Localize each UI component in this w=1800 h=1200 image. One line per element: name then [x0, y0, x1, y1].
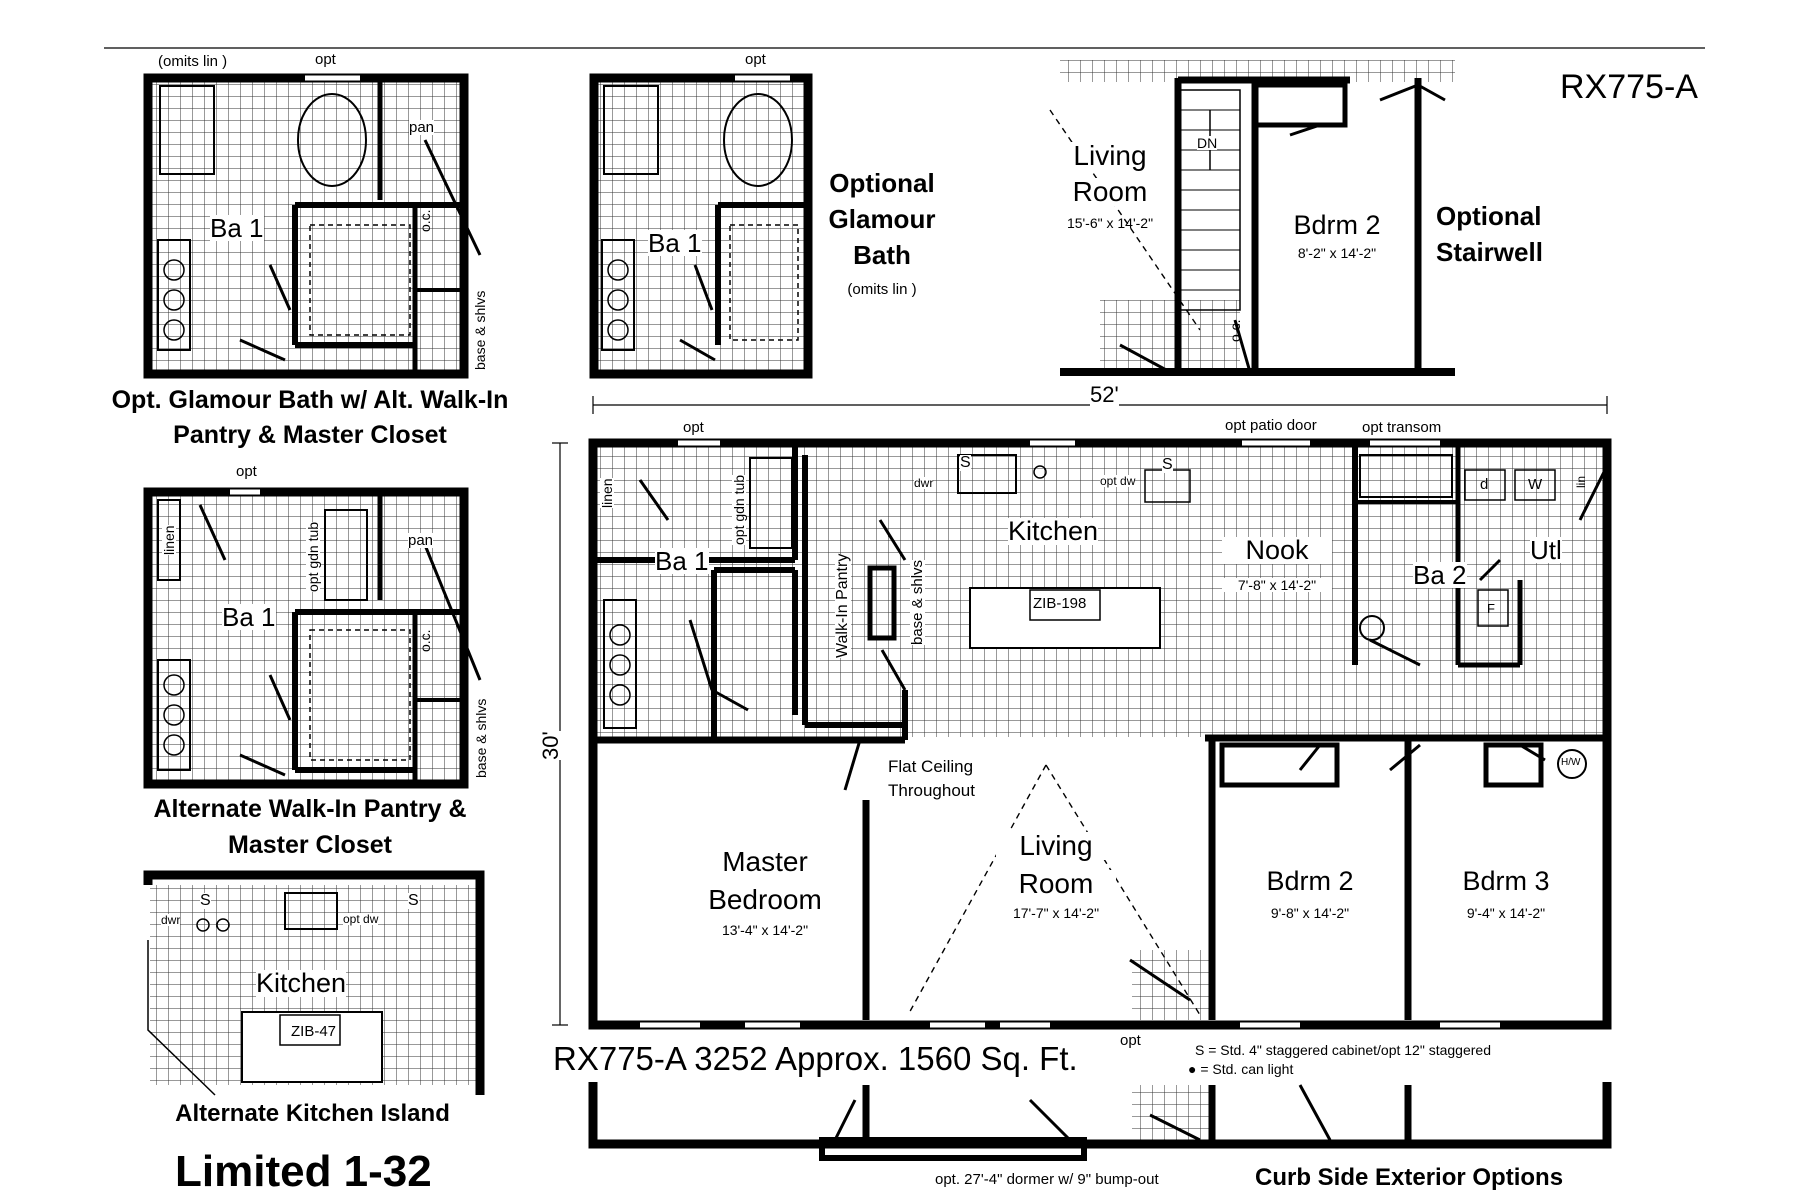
room-label-kitchen: Kitchen — [256, 968, 347, 998]
washer-label: W — [1528, 476, 1543, 493]
stairwell-title-2: Stairwell — [1436, 237, 1543, 267]
flat-ceiling-label-2: Throughout — [888, 781, 975, 800]
staggered-cabinet-marker: S — [200, 892, 211, 909]
opt-window-label: opt — [683, 419, 704, 436]
staggered-cabinet-marker: S — [960, 454, 971, 471]
opt-label: opt — [1120, 1032, 1141, 1049]
linen-label: lin — [1574, 475, 1588, 488]
width-dimension: 52' — [1090, 382, 1119, 407]
dryer-label: d — [1480, 476, 1489, 493]
room-label-utility: Utl — [1530, 535, 1562, 565]
room-label-nook: Nook — [1222, 537, 1332, 564]
opt-dishwasher-label: opt dw — [1100, 474, 1136, 488]
model-code: RX775-A — [1560, 68, 1698, 106]
opt-garden-tub-label: opt gdn tub — [305, 521, 321, 592]
room-label-ba1: Ba 1 — [655, 546, 709, 576]
alt-pantry-caption-2: Master Closet — [228, 831, 392, 859]
opt-transom-label: opt transom — [1362, 419, 1442, 436]
pantry-label: pan — [408, 532, 434, 549]
alt-kitchen-caption: Alternate Kitchen Island — [175, 1100, 450, 1127]
dormer-note: opt. 27'-4" dormer w/ 9" bump-out — [935, 1171, 1159, 1188]
stairwell-title-1: Optional — [1436, 201, 1542, 231]
curb-side-caption: Curb Side Exterior Options — [1255, 1164, 1564, 1191]
room-label-room: Room — [996, 870, 1116, 898]
living-size: 15'-6" x 14'-2" — [1066, 215, 1154, 231]
oc-label: o.c. — [417, 209, 433, 232]
bdrm2-size: 9'-8" x 14'-2" — [1270, 905, 1350, 921]
room-label-bdrm2: Bdrm 2 — [1293, 210, 1381, 240]
main-plan — [552, 396, 1612, 1030]
room-label-bdrm3: Bdrm 3 — [1462, 866, 1550, 896]
glamour-title-2: Glamour — [828, 204, 936, 234]
room-label-ba2: Ba 2 — [1413, 560, 1467, 590]
walk-in-pantry-label: Walk-In Pantry — [834, 553, 851, 658]
living-size: 17'-7" x 14'-2" — [986, 906, 1126, 920]
pantry-label: pan — [409, 119, 435, 136]
master-size: 13'-4" x 14'-2" — [721, 922, 809, 938]
base-shelves-label: base & shlvs — [472, 290, 488, 370]
series-label: Limited 1-32 — [175, 1147, 432, 1196]
room-label-ba1: Ba 1 — [210, 213, 264, 243]
nook-size: 7'-8" x 14'-2" — [1222, 578, 1332, 592]
omits-linen-note: (omits lin ) — [158, 53, 228, 70]
glamour-alt-caption-2: Pantry & Master Closet — [173, 421, 447, 449]
glamour-title-1: Optional — [829, 168, 935, 198]
kitchen-island-label: ZIB-198 — [1033, 595, 1087, 612]
oc-label: o.c. — [1227, 319, 1243, 342]
room-label-master: Master — [722, 846, 808, 877]
bdrm3-size: 9'-4" x 14'-2" — [1466, 905, 1546, 921]
glamour-bath-plan — [589, 73, 813, 379]
kitchen-island-label: ZIB-47 — [291, 1023, 337, 1040]
room-label-bedroom: Bedroom — [708, 884, 822, 915]
drawer-label: dwr — [914, 476, 934, 490]
staggered-cabinet-marker: S — [408, 892, 419, 909]
room-label-ba1: Ba 1 — [648, 228, 702, 258]
room-label-room: Room — [1060, 178, 1160, 206]
opt-garden-tub-label: opt gdn tub — [731, 474, 747, 545]
stair-down-label: DN — [1197, 135, 1218, 151]
curb-side-plan — [588, 1082, 1612, 1161]
furnace-label: F — [1487, 601, 1495, 616]
room-label-living: Living — [1060, 142, 1160, 170]
room-label-kitchen: Kitchen — [1008, 516, 1099, 546]
linen-label: linen — [161, 525, 177, 555]
oc-label: o.c. — [417, 629, 433, 652]
opt-dishwasher-label: opt dw — [343, 912, 379, 926]
opt-window-label: opt — [236, 463, 257, 480]
room-label-ba1: Ba 1 — [222, 602, 276, 632]
staggered-cabinet-marker: S — [1162, 456, 1173, 473]
glamour-title-3: Bath — [853, 240, 911, 270]
opt-window-label: opt — [315, 51, 336, 68]
alt-kitchen-plan — [143, 870, 485, 1096]
room-label-bdrm2: Bdrm 2 — [1266, 866, 1354, 896]
flat-ceiling-label-1: Flat Ceiling — [888, 757, 974, 776]
glamour-alt-caption-1: Opt. Glamour Bath w/ Alt. Walk-In — [111, 386, 509, 414]
base-shelves-label: base & shlvs — [473, 698, 489, 778]
stairwell-plan — [1049, 60, 1455, 376]
legend-s-note: S = Std. 4" staggered cabinet/opt 12" st… — [1195, 1042, 1491, 1058]
base-shelves-label: base & shlvs — [909, 559, 926, 645]
legend-light-note: ● = Std. can light — [1188, 1061, 1294, 1077]
room-label-living: Living — [996, 832, 1116, 860]
alt-pantry-caption-1: Alternate Walk-In Pantry & — [153, 795, 467, 823]
depth-dimension: 30' — [538, 731, 563, 760]
opt-patio-door-label: opt patio door — [1225, 417, 1317, 434]
linen-label: linen — [599, 478, 615, 508]
bdrm2-size: 8'-2" x 14'-2" — [1297, 245, 1377, 261]
opt-window-label: opt — [745, 51, 766, 68]
drawer-label: dwr — [161, 913, 181, 927]
water-heater-label: H/W — [1561, 757, 1581, 768]
omits-linen-note: (omits lin ) — [847, 281, 917, 298]
plan-caption: RX775-A 3252 Approx. 1560 Sq. Ft. — [553, 1040, 1078, 1077]
